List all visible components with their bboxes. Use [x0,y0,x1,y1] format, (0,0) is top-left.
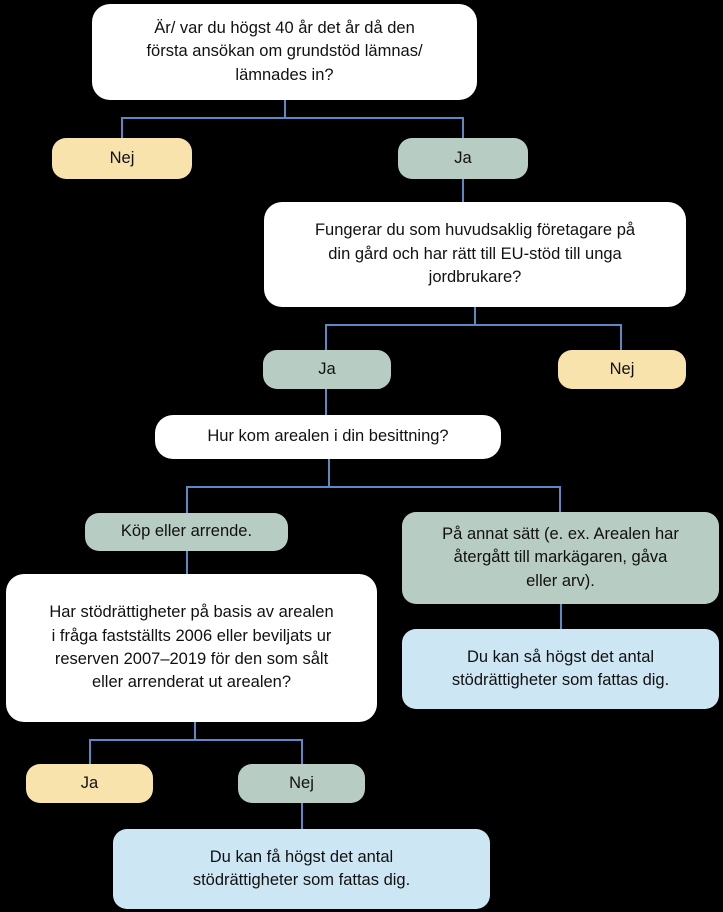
connector-q1-down [284,99,286,117]
answer-q4-yes-text: Ja [80,773,99,792]
option-other-way-node[interactable]: På annat sätt (e. ex. Arealen har återgå… [402,512,719,604]
connector-q4-to-ja [89,739,91,764]
connector-q2-split [325,324,622,326]
option-purchase-lease-node[interactable]: Köp eller arrende. [85,513,288,551]
option-other-way-text: På annat sätt (e. ex. Arealen har återgå… [442,524,679,590]
connector-q2ja-to-q3 [325,389,327,415]
outcome-receive-node[interactable]: Du kan få högst det antal stödrättighete… [113,829,490,909]
question-entitlements-node[interactable]: Har stödrättigheter på basis av arealen … [6,574,377,722]
connector-q1-to-nej [121,117,123,139]
answer-q2-no-node[interactable]: Nej [558,350,686,389]
question-area-origin-node[interactable]: Hur kom arealen i din besittning? [155,415,501,459]
connector-q4-to-nej [301,739,303,764]
answer-q4-yes-node[interactable]: Ja [26,764,153,803]
answer-q1-no-node[interactable]: Nej [52,138,192,179]
option-purchase-lease-text: Köp eller arrende. [120,522,253,541]
answer-q2-yes-node[interactable]: Ja [263,350,391,389]
question-entitlements-text: Har stödrättigheter på basis av arealen … [49,603,334,692]
connector-q2-to-ja [325,324,327,350]
connector-q3-to-right [559,486,561,512]
question-age-node[interactable]: Är/ var du högst 40 år det år då den för… [92,4,477,100]
connector-q3-down [328,458,330,486]
connector-kop-to-q4 [186,549,188,575]
connector-nej-to-outcome [301,803,303,829]
answer-q1-yes-node[interactable]: Ja [398,138,528,179]
connector-q4-down [194,721,196,739]
connector-q2-to-nej [620,324,622,350]
outcome-receive-text: Du kan få högst det antal stödrättighete… [192,847,411,889]
answer-q1-no-text: Nej [109,148,135,167]
connector-q3-to-left [186,486,188,515]
outcome-sow-text: Du kan så högst det antal stödrättighete… [451,647,670,689]
question-area-origin-text: Hur kom arealen i din besittning? [207,427,449,446]
connector-q1-split [121,117,464,119]
answer-q4-no-node[interactable]: Nej [238,764,365,803]
answer-q2-no-text: Nej [609,359,635,378]
question-entrepreneur-text: Fungerar du som huvudsaklig företagare p… [314,221,636,287]
connector-q2-down [474,306,476,324]
outcome-sow-node[interactable]: Du kan så högst det antal stödrättighete… [402,629,719,709]
connector-q4-split [89,739,303,741]
answer-q2-yes-text: Ja [318,359,336,378]
connector-q1-to-ja [462,117,464,139]
question-age-text: Är/ var du högst 40 år det år då den för… [146,18,423,84]
answer-q1-yes-text: Ja [454,148,472,167]
connector-annat-to-outcome [560,604,562,629]
connector-q3-split [186,486,561,488]
answer-q4-no-text: Nej [289,773,314,792]
question-entrepreneur-node[interactable]: Fungerar du som huvudsaklig företagare p… [264,202,686,307]
connector-ja-to-q2 [462,178,464,203]
